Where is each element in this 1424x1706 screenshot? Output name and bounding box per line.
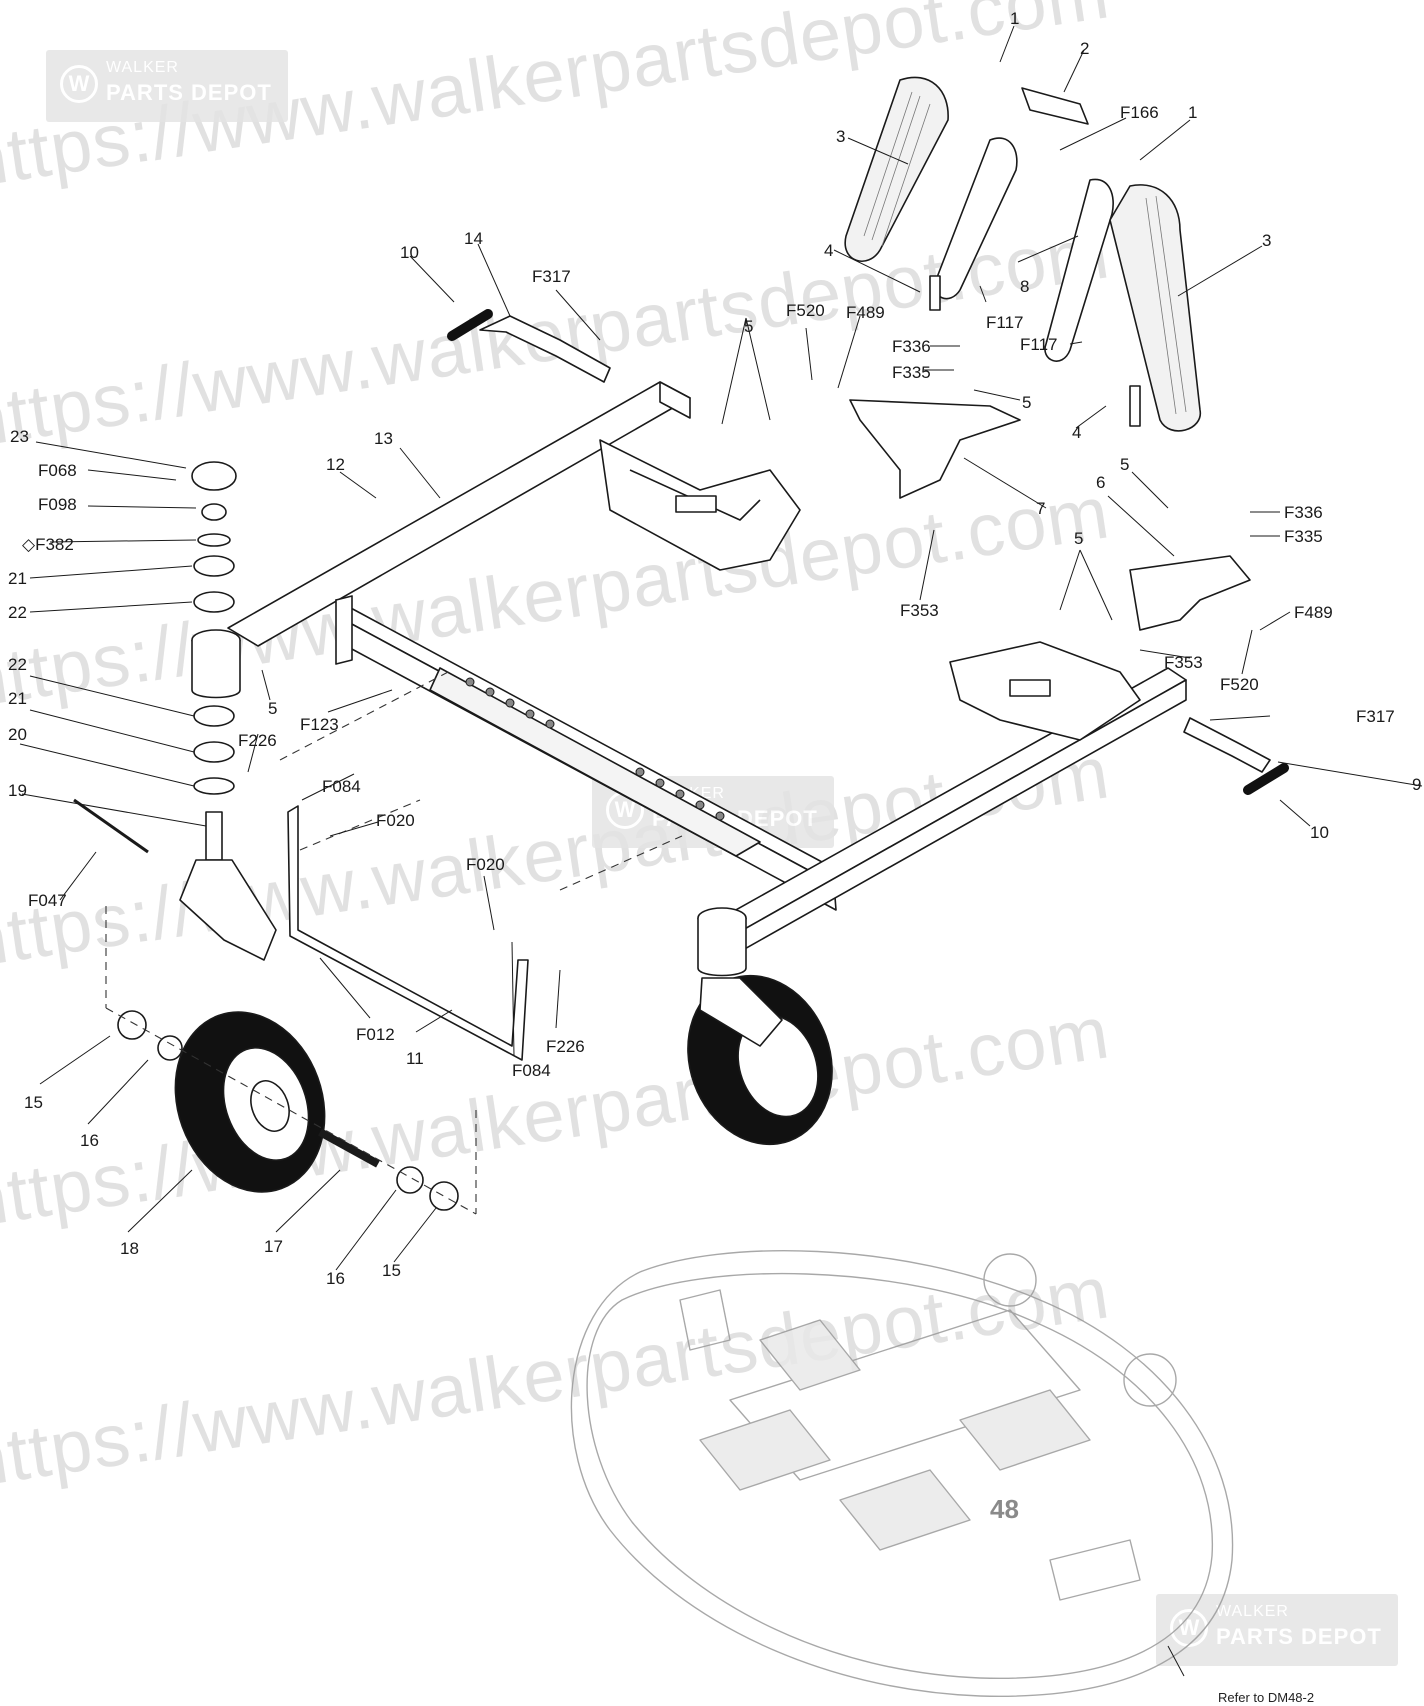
callout-label: 5 [1022,393,1031,412]
grip-10-right [1243,763,1289,795]
callout-label: F020 [376,811,415,830]
callout-label: 10 [400,243,419,262]
callout-label: 13 [374,429,393,448]
leader-lines [19,25,1423,1677]
callout-label: 22 [8,655,27,674]
callout-label: F166 [1120,103,1159,122]
callout-label: F520 [786,301,825,320]
callout-label: F353 [900,601,939,620]
callout-label: F098 [38,495,77,514]
callout-label: F020 [466,855,505,874]
callout-label: 21 [8,569,27,588]
callout-label: 15 [382,1261,401,1280]
lift-link-11 [287,805,529,1061]
callout-label: 16 [326,1269,345,1288]
pivot-arm-6 [1129,555,1251,631]
logo-line-1: WALKER [106,59,179,76]
left-caster-wheel [117,1010,459,1211]
callout-label: 1 [1010,9,1019,28]
callout-label: F047 [28,891,67,910]
callout-label: 4 [824,241,833,260]
callout-label: 1 [1188,103,1197,122]
callout-label: 20 [8,725,27,744]
lift-handle-9 [1183,717,1271,773]
callout-label: F335 [1284,527,1323,546]
callout-label: 18 [120,1239,139,1258]
callout-labels: 1 2 F166 1 3 3 4 8 F117 F117 10 14 F317 … [8,9,1421,1288]
callout-label: 5 [1120,455,1129,474]
callout-label: 11 [406,1049,424,1068]
callout-label: 5 [268,699,277,718]
logo-line-2: PARTS DEPOT [106,80,272,105]
callout-label: F123 [300,715,339,734]
walker-logo-icon: W [60,65,98,103]
walker-logo-watermark: W WALKER PARTS DEPOT [46,50,288,122]
mower-deck-faded [570,1249,1234,1697]
spring-anchor [1129,385,1141,427]
callout-label: F012 [356,1025,395,1044]
callout-label: F117 [1020,335,1058,354]
callout-label: F489 [846,303,885,322]
callout-label: 8 [1020,277,1029,296]
callout-label: F353 [1164,653,1203,672]
callout-label: F336 [1284,503,1323,522]
logo-line-2: PARTS DEPOT [1216,1624,1382,1649]
callout-label: F226 [546,1037,585,1056]
callout-label: 6 [1096,473,1105,492]
callout-label: F068 [38,461,77,480]
callout-label: 16 [80,1131,99,1150]
callout-label: 2 [1080,39,1089,58]
callout-label: ◇F382 [22,535,74,554]
pivot-arm-7 [849,399,1021,499]
callout-label: F317 [1356,707,1395,726]
logo-line-1: WALKER [1216,1603,1289,1620]
lift-springs [844,76,1201,432]
callout-label: 3 [836,127,845,146]
callout-label: 5 [1074,529,1083,548]
callout-label: F489 [1294,603,1333,622]
callout-label: 14 [464,229,483,248]
callout-label: F336 [892,337,931,356]
callout-label: 12 [326,455,345,474]
callout-label: F335 [892,363,931,382]
callout-label: 19 [8,781,27,800]
callout-label: F520 [1220,675,1259,694]
callout-label: 10 [1310,823,1329,842]
callout-label: F226 [238,731,277,750]
callout-label: F084 [512,1061,551,1080]
grip-10-left [447,309,493,341]
spring-anchor [929,275,941,311]
callout-label: 22 [8,603,27,622]
callout-label: 23 [10,427,29,446]
callout-label: F117 [986,313,1024,332]
callout-label: 4 [1072,423,1081,442]
callout-label: 9 [1412,775,1421,794]
callout-label: 3 [1262,231,1271,250]
lift-handle-14 [479,315,611,383]
callout-label: 17 [264,1237,283,1256]
deck-number: 48 [990,1494,1019,1524]
callout-label: 21 [8,689,27,708]
callout-label: 5 [744,317,753,336]
footnote-refer: Refer to DM48-2 [1218,1690,1315,1705]
callout-label: 7 [1036,499,1045,518]
callout-label: F317 [532,267,571,286]
right-caster-wheel [687,974,833,1146]
spring-bracket [1021,87,1089,125]
callout-label: F084 [322,777,361,796]
callout-label: 15 [24,1093,43,1112]
deck-lift-frame [191,381,1187,977]
